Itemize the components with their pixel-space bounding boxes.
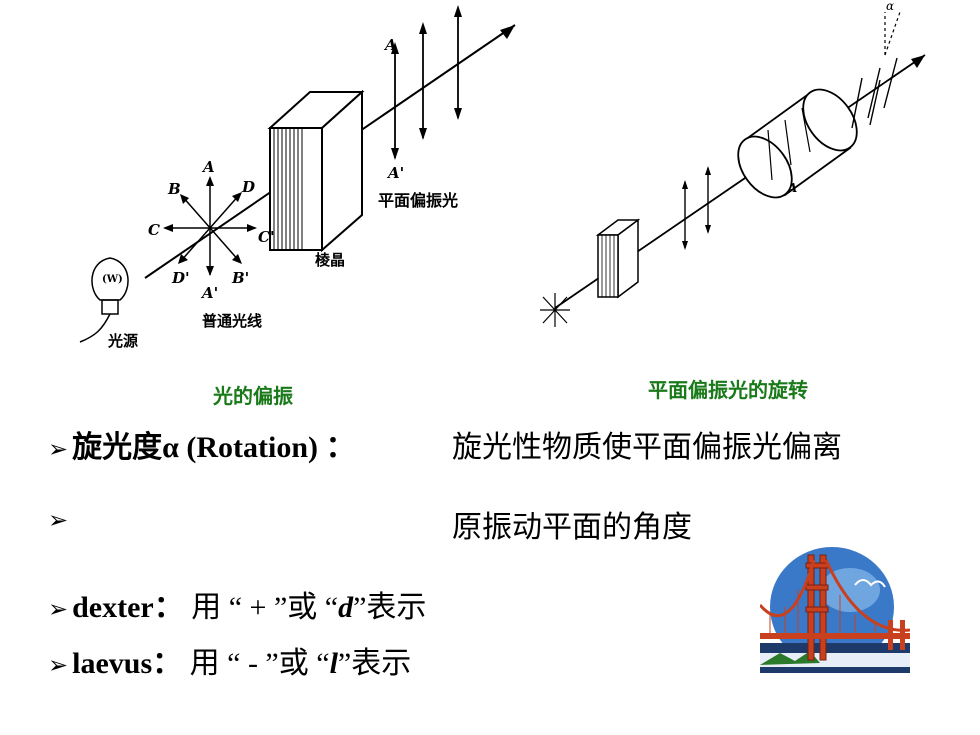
label-B: B xyxy=(167,180,181,198)
label-A-star: A xyxy=(201,158,215,176)
laevus-symbol: l xyxy=(329,647,338,680)
laevus-post: ”表示 xyxy=(337,647,412,680)
label-tube-A: A xyxy=(787,181,797,195)
rotation-diagram: α A xyxy=(540,0,926,327)
label-D-prime: D' xyxy=(171,269,190,287)
label-ordinary-light: 普通光线 xyxy=(202,312,262,330)
laevus-label: laevus： xyxy=(72,647,183,680)
dexter-label: dexter： xyxy=(72,591,184,624)
polarization-diagram: A A' 平面偏振光 棱晶 A B D C C' D' B' A' 普通光线 光… xyxy=(79,5,516,350)
polarized-vibration-arrows xyxy=(394,8,459,158)
label-alpha: α xyxy=(886,0,894,13)
laevus-pre: 用 “ - ”或 “ xyxy=(189,647,330,680)
label-C: C xyxy=(148,221,160,239)
label-B-prime: B' xyxy=(231,269,249,287)
golden-gate-bridge-clipart xyxy=(760,547,910,673)
beam-arrowhead xyxy=(500,25,515,39)
bullet-icon: ➢ xyxy=(48,508,69,534)
crystal-prism xyxy=(267,89,365,253)
rotation-description-2: 原振动平面的角度 xyxy=(452,511,692,544)
small-prism xyxy=(595,218,641,299)
label-A-prime-beam: A' xyxy=(386,164,404,182)
rotation-line: ➢旋光度α (Rotation) ： xyxy=(48,422,356,466)
dexter-line: ➢dexter： 用 “ + ”或 “d”表示 xyxy=(48,582,426,626)
label-A-top: A xyxy=(383,36,397,54)
bullet-icon: ➢ xyxy=(48,597,69,623)
label-A-star-prime: A' xyxy=(200,284,218,302)
bullet-line-2: ➢ xyxy=(48,502,72,536)
rotation-label: 旋光度α (Rotation) ： xyxy=(72,431,356,464)
rotation-description-1: 旋光性物质使平面偏振光偏离 xyxy=(452,431,842,464)
source-star xyxy=(540,293,570,327)
label-crystal: 棱晶 xyxy=(315,251,345,269)
alpha-angle xyxy=(884,11,901,56)
label-light-source: 光源 xyxy=(107,332,138,350)
label-plane-polarized: 平面偏振光 xyxy=(378,191,458,210)
caption-polarization: 光的偏振 xyxy=(213,384,293,408)
dexter-post: ”表示 xyxy=(353,591,427,624)
dexter-pre: 用 “ + ”或 “ xyxy=(191,591,339,624)
bullet-icon: ➢ xyxy=(48,437,69,463)
label-C-prime: C' xyxy=(258,228,275,246)
label-bulb: (W) xyxy=(102,274,123,285)
bullet-icon: ➢ xyxy=(48,653,69,679)
ordinary-light-star xyxy=(165,178,255,275)
dexter-symbol: d xyxy=(338,591,354,624)
label-D: D xyxy=(241,178,255,196)
laevus-line: ➢laevus： 用 “ - ”或 “l”表示 xyxy=(48,638,411,682)
caption-rotation: 平面偏振光的旋转 xyxy=(648,378,808,402)
polarimeter-tube xyxy=(737,88,858,199)
light-bulb-icon xyxy=(79,257,129,343)
